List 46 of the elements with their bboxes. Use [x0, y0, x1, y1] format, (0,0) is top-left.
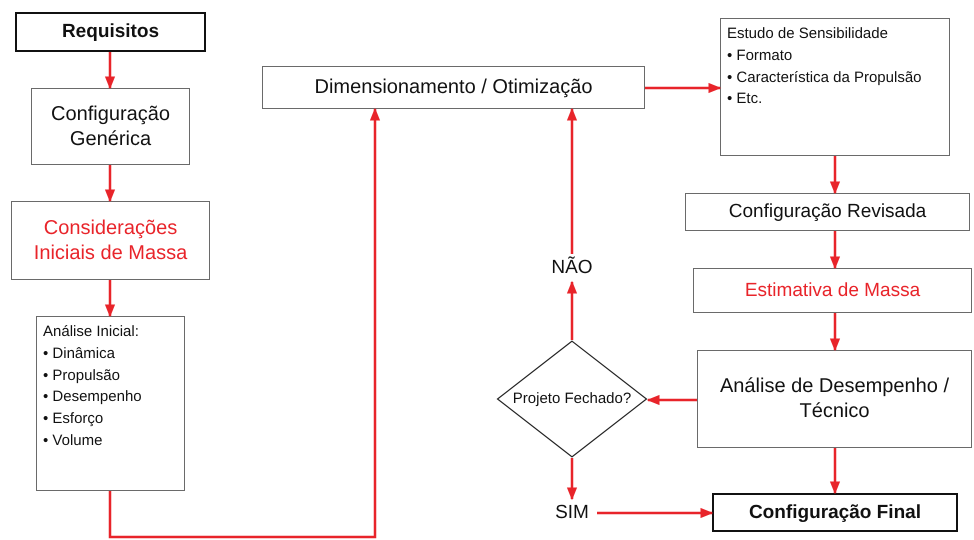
arrow [104, 165, 116, 202]
list-item: • Volume [43, 432, 102, 450]
list-heading: Estudo de Sensibilidade [727, 25, 888, 44]
arrow [566, 280, 578, 340]
arrow [830, 231, 840, 270]
list-item: • Desempenho [43, 388, 142, 407]
box-label: Estimativa de Massa [744, 278, 920, 302]
arrow [104, 52, 116, 90]
box-label: Considerações Iniciais de Massa [32, 216, 188, 266]
box-label: Requisitos [62, 20, 160, 44]
arrow [108, 108, 380, 538]
decision-answer: NÃO [551, 256, 593, 280]
process-box [697, 350, 972, 448]
list-heading: Análise Inicial: [43, 323, 139, 342]
decision-diamond [496, 340, 648, 458]
arrow [566, 458, 578, 500]
process-box [685, 193, 970, 231]
arrow [597, 508, 714, 518]
arrow [104, 280, 116, 318]
arrow [830, 313, 840, 352]
process-box [11, 201, 210, 280]
process-box [36, 316, 185, 491]
box-label: Dimensionamento / Otimização [314, 75, 592, 100]
box-label: Projeto Fechado? [512, 390, 632, 408]
arrow [830, 448, 840, 494]
list-item: • Formato [727, 46, 792, 66]
list-item: • Etc. [727, 90, 762, 109]
process-box [693, 268, 972, 313]
arrow [645, 82, 722, 94]
process-box [262, 66, 645, 109]
process-box [15, 12, 206, 52]
arrow [566, 108, 578, 254]
process-box [720, 18, 950, 156]
list-item: • Propulsão [43, 366, 120, 386]
box-label: Configuração Genérica [50, 102, 171, 152]
box-label: Configuração Revisada [728, 200, 926, 224]
arrow [830, 156, 840, 194]
list-item: • Característica da Propulsão [727, 68, 922, 88]
box-label: Análise de Desempenho / Técnico [718, 374, 950, 424]
arrow [646, 394, 697, 406]
list-item: • Dinâmica [43, 344, 115, 364]
process-box [31, 88, 190, 165]
decision-answer: SIM [555, 501, 589, 525]
process-box [712, 493, 958, 532]
box-label: Configuração Final [748, 500, 922, 524]
list-item: • Esforço [43, 410, 104, 429]
